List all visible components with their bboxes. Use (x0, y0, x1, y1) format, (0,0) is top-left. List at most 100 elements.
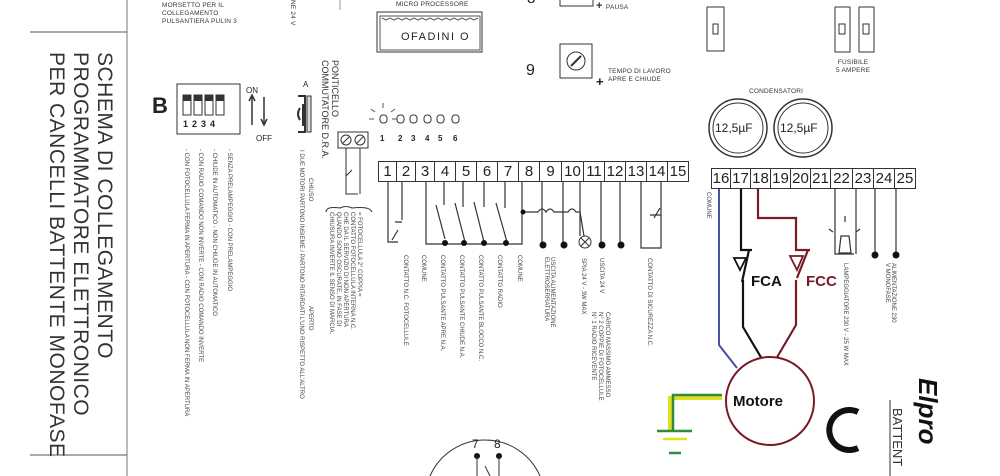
carico-line: N° 2 COPPIE DI FOTOCELLULE (597, 312, 603, 401)
terminal: 2 (397, 162, 416, 181)
fcc-label: FCC (806, 273, 837, 290)
terminal: 15 (669, 163, 687, 180)
ponticello-label: PONTICELLO COMMUTATORE D.R.A. (320, 60, 340, 159)
fusibile-line: 5 AMPERE (836, 67, 871, 74)
label-t6: CONTATTO PULSANTE BLOCCO N.C. (477, 255, 483, 362)
terminal: 1 (379, 162, 397, 181)
terminal: 25 (896, 170, 914, 187)
label-t16: COMUNE (705, 192, 711, 219)
dip-switch-3[interactable]: 3 (201, 119, 207, 129)
capacitor-2-value: 12,5µF (780, 121, 818, 135)
schema-title: SCHEMA DI COLLEGAMENTO PROGRAMMATORE ELE… (44, 52, 116, 458)
terminal: 5 (456, 162, 477, 181)
terminal: 19 (771, 169, 791, 188)
terminal: 9 (540, 162, 562, 181)
note-line: CHE DA IL SERVIZIO DI NON APERTURA (342, 212, 348, 327)
terminal: 7 (498, 162, 519, 181)
trimmer-9-number: 9 (526, 62, 535, 79)
fca-label: FCA (751, 273, 782, 290)
fusibile-line: FUSIBILE (837, 59, 869, 66)
fotocellula-note: = FOTOCELLULA 2° COPPIA = CONTATTO FOTOC… (327, 212, 362, 334)
label-t11: SPIA 24 V - 3W MAX (580, 258, 586, 315)
tempo-line: TEMPO DI LAVORO (608, 68, 671, 75)
terminal: 6 (477, 162, 498, 181)
led-1: 1 (380, 134, 385, 143)
terminal: 12 (605, 162, 626, 181)
terminal: 23 (853, 169, 874, 188)
terminal: 22 (831, 169, 853, 188)
chip-brand: OFADINI O (401, 31, 471, 43)
label-t9: USCITA ALIMENTAZIONE ELETTROSERRATURA (543, 257, 555, 328)
dip-desc-4: - CON FOTOCELLULA FERMA IN APERTURA - CO… (183, 149, 189, 417)
terminal: 18 (751, 169, 771, 188)
dip-desc-2: - CHIUDE IN AUTOMATICO - NON CHIUDE IN A… (211, 149, 217, 316)
motor-label: Motore (733, 393, 783, 410)
morsetto-line: MORSETTO PER IL (162, 2, 225, 9)
title-line-1: SCHEMA DI COLLEGAMENTO (93, 52, 116, 360)
terminal: 4 (435, 162, 456, 181)
note-line: CONTATTO FOTOCELLULA INTERNA N.C. (349, 212, 355, 330)
label-t8: COMUNE (516, 255, 522, 282)
note-line: = FOTOCELLULA 2° COPPIA = (356, 212, 362, 297)
off-label: OFF (256, 134, 272, 143)
dip-desc-1: - SENZA PRELAMPEGGIO - CON PRELAMPEGGIO (226, 149, 232, 292)
ponticello-line: PONTICELLO (330, 60, 340, 118)
label-t7: CONTATTO RADIO (496, 255, 502, 308)
aperto-label: APERTO (307, 306, 313, 331)
brand-sub: BATTENT (890, 408, 905, 467)
title-line-3: PER CANCELLI BATTENTE MONOFASE (45, 52, 68, 458)
label-t14: CONTATTO DI SICUREZZA N.C. (646, 258, 652, 347)
terminal-strip-16-25: 16 17 18 19 20 21 22 23 24 25 (711, 168, 916, 189)
carico-line: N° 1 RADIO RICEVENTE (590, 312, 596, 381)
terminal: 20 (791, 169, 811, 188)
connector-pin-8: 8 (494, 437, 501, 451)
tempo-line: APRE E CHIUDE (608, 76, 662, 83)
label-t4: CONTATTO PULSANTE APRE N.A. (439, 255, 445, 352)
terminal-strip-1-15: 1 2 3 4 5 6 7 8 9 10 11 12 13 14 15 (378, 161, 689, 182)
morsetto-label: MORSETTO PER IL COLLEGAMENTO PULSANTIERA… (162, 2, 237, 26)
label-t3: COMUNE (420, 255, 426, 282)
terminal: 11 (584, 162, 605, 181)
label-carico: CARICO MASSIMO AMMESSO N° 2 COPPIE DI FO… (589, 312, 610, 401)
connector-pin-7: 7 (472, 437, 479, 451)
micro-processore-label: MICRO PROCESSORE (396, 1, 469, 8)
terminal: 8 (519, 162, 540, 181)
brand-logo: Elpro (913, 378, 943, 445)
terminal: 17 (731, 169, 751, 188)
chiuso-label: CHIUSO (307, 178, 313, 202)
condensatori-label: CONDENSATORI (749, 88, 804, 95)
terminal: 21 (811, 169, 831, 188)
fusibile-label: FUSIBILE 5 AMPERE (836, 59, 870, 75)
note-line: CHIUSURA INVERTE IL SENSO DI MARCIA. (328, 212, 334, 335)
led-4: 4 (425, 134, 430, 143)
dip-switch-4[interactable]: 4 (210, 119, 216, 129)
terminal: 16 (712, 169, 731, 188)
morsetto-line: COLLEGAMENTO (162, 10, 219, 17)
dip-switch-2[interactable]: 2 (192, 119, 198, 129)
ponticello-desc: I DUE MOTORI PARTONO INSIEME / PARTONO R… (298, 150, 304, 399)
on-label: ON (246, 86, 258, 95)
terminal: 24 (874, 169, 895, 188)
tempo-label: TEMPO DI LAVORO APRE E CHIUDE (608, 68, 671, 84)
dip-switch-1[interactable]: 1 (183, 119, 189, 129)
pausa-label: + PAUSA (596, 0, 629, 12)
terminal: 14 (647, 162, 668, 181)
led-6: 6 (453, 134, 458, 143)
ne24v-label: NE 24 V (289, 0, 296, 26)
led-5: 5 (438, 134, 443, 143)
dip-desc-3: - CON RADIO COMANDO NON INVERTE - CON RA… (197, 149, 203, 363)
led-3: 3 (411, 134, 416, 143)
carico-line: CARICO MASSIMO AMMESSO (604, 312, 610, 398)
label-t5: CONTATTO PULSANTE CHIUDE N.A. (458, 255, 464, 359)
capacitor-1-value: 12,5µF (715, 121, 753, 135)
dip-switch-numbers: 1 2 3 4 (183, 119, 215, 129)
label-t24: ALIMENTAZIONE 230 V MONOFASE (884, 263, 896, 323)
terminal: 10 (562, 162, 584, 181)
label-t12: USCITA 24 V (598, 258, 604, 294)
title-line-2: PROGRAMMATORE ELETTRONICO (69, 52, 92, 417)
note-line: QUANDO SONO OSCURATE, IN FASE DI (335, 212, 341, 327)
dip-letter: B (152, 93, 168, 118)
label-t1: CONTATTO N.C. FOTOCELLULE (402, 255, 408, 346)
morsetto-line: PULSANTIERA PULIN 3 (162, 18, 237, 25)
